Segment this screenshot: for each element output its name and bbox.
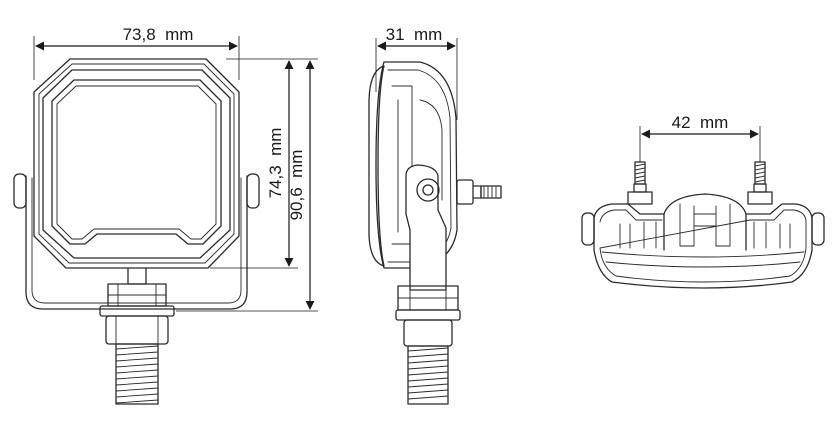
side-housing [375, 61, 458, 269]
side-view [368, 61, 502, 405]
dim-label-front-width: 73,8 mm [123, 25, 194, 44]
rear-view [581, 161, 825, 289]
front-left-knob [13, 173, 27, 209]
dim-front-width: 73,8 mm [33, 25, 240, 80]
front-mount-bracket [25, 175, 248, 310]
rear-left-knob [581, 212, 595, 246]
side-rear-thread [480, 185, 502, 199]
front-housing [33, 58, 240, 269]
dim-label-stud-spacing: 42 mm [672, 113, 729, 132]
dim-front-inner-height: 74,3 mm [210, 58, 298, 269]
front-lens-rim [42, 69, 231, 259]
dim-label-side-depth: 31 mm [386, 25, 443, 44]
rear-left-stud [627, 161, 653, 205]
rear-housing [593, 193, 813, 289]
dim-stud-spacing: 42 mm [639, 113, 761, 162]
dim-label-front-total-height: 90,6 mm [287, 150, 306, 221]
front-view [13, 58, 260, 405]
dim-front-total-height: 90,6 mm [176, 58, 318, 312]
rear-right-stud [747, 161, 773, 205]
rear-right-knob [811, 212, 825, 246]
front-right-knob [246, 173, 260, 209]
side-bracket [405, 164, 447, 291]
front-washer [99, 305, 175, 317]
dim-side-depth: 31 mm [375, 25, 458, 120]
side-lens-face [368, 65, 385, 267]
front-lens [51, 79, 222, 245]
front-threaded-stud [115, 343, 159, 405]
side-pivot-bolt [416, 178, 440, 202]
side-rear-gland [456, 179, 474, 205]
dim-label-front-inner-height: 74,3 mm [266, 128, 285, 199]
